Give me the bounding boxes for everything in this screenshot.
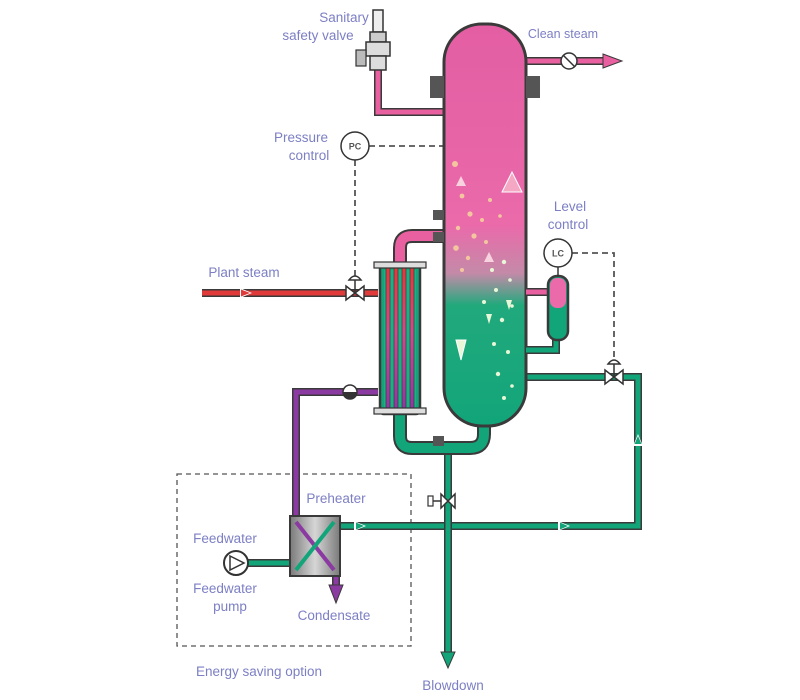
pc-tag: PC	[349, 142, 362, 152]
preheater-label: Preheater	[306, 491, 366, 506]
sanitary-safety-valve[interactable]	[355, 9, 391, 71]
steam-trap	[342, 384, 358, 400]
condensate-label: Condensate	[298, 608, 371, 623]
main-vessel	[430, 22, 540, 446]
pressure-label-2: control	[289, 148, 330, 163]
plant-steam-valve[interactable]	[345, 275, 365, 302]
sanitary-label-2: safety valve	[282, 28, 353, 43]
safety-valve-line	[374, 70, 445, 116]
preheater	[289, 515, 341, 577]
sanitary-label-1: Sanitary	[319, 10, 369, 25]
clean-steam-valve[interactable]	[560, 52, 578, 70]
pressure-label-1: Pressure	[274, 130, 328, 145]
level-gauge	[526, 262, 570, 354]
level-label-1: Level	[554, 199, 586, 214]
blowdown-label: Blowdown	[422, 678, 484, 693]
feedwater-pump[interactable]	[223, 550, 249, 576]
water-bubbles	[482, 259, 514, 400]
flow-arrows	[455, 170, 523, 361]
heat-exchanger	[373, 261, 427, 416]
plant-steam-label: Plant steam	[208, 265, 279, 280]
level-controller[interactable]: LC	[543, 238, 573, 268]
blowdown-valve[interactable]	[427, 492, 456, 510]
clean-steam-label: Clean steam	[528, 27, 598, 41]
feedwater-pump-label-2: pump	[213, 599, 247, 614]
level-label-2: control	[548, 217, 589, 232]
exchanger-bottom-connection	[393, 414, 491, 455]
pressure-controller[interactable]: PC	[340, 131, 370, 161]
blowdown-pipe	[440, 448, 456, 670]
feedwater-label: Feedwater	[193, 531, 257, 546]
feedwater-pump-label-1: Feedwater	[193, 581, 257, 596]
lc-tag: LC	[552, 249, 564, 259]
energy-saving-label: Energy saving option	[196, 664, 322, 679]
level-signal-line	[572, 252, 615, 360]
feedwater-control-valve[interactable]	[604, 359, 624, 386]
steam-bubbles	[452, 161, 502, 272]
exchanger-top-connection	[393, 229, 445, 264]
